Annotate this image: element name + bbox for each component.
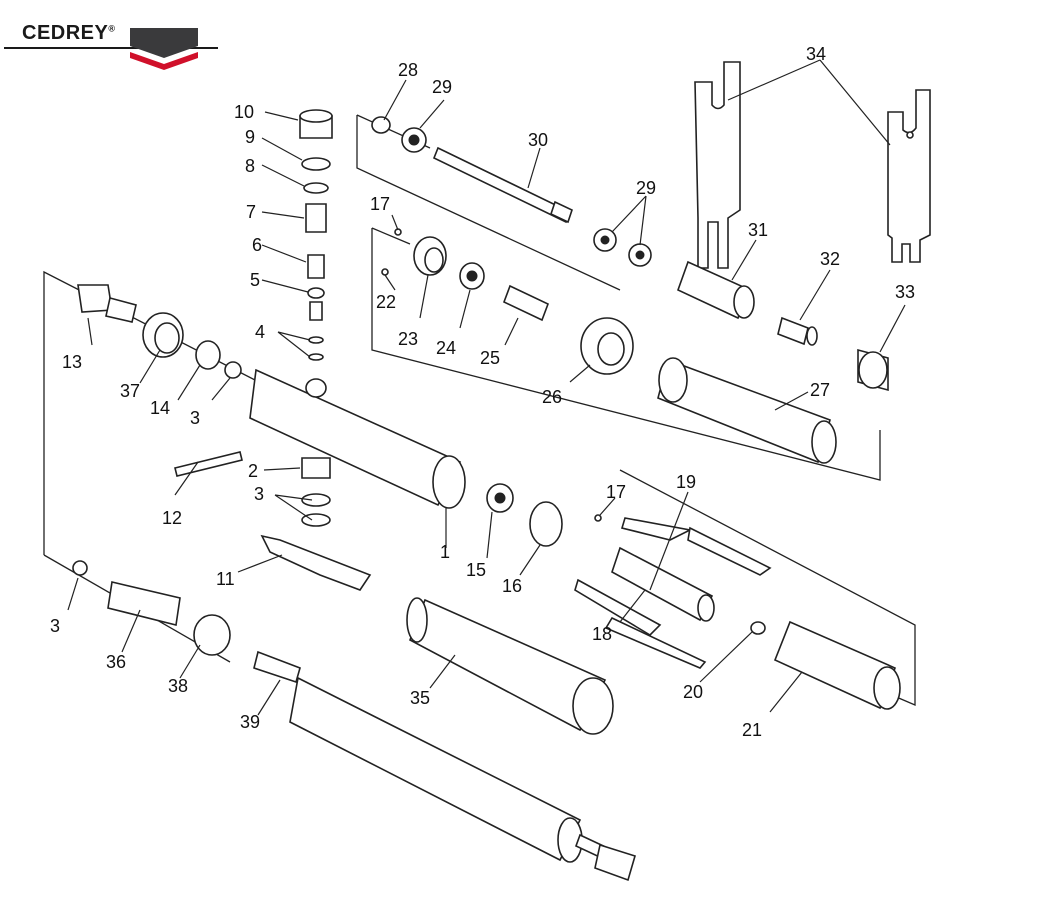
callout-19: 19	[676, 472, 696, 492]
callout-21: 21	[742, 720, 762, 740]
callout-3-lower: 3	[50, 616, 60, 636]
callout-17-upper: 17	[370, 194, 390, 214]
callout-34: 34	[806, 44, 826, 64]
callout-24: 24	[436, 338, 456, 358]
callout-18: 18	[592, 624, 612, 644]
callout-11: 11	[216, 569, 235, 589]
callout-22: 22	[376, 292, 396, 312]
callout-labels: 10 9 8 7 6 5 4 13 37 14 3 12 2 3 11 1 15…	[50, 44, 915, 740]
brand-emblem	[4, 28, 218, 70]
part-34-wrenches	[694, 59, 931, 269]
callout-4: 4	[255, 322, 265, 342]
callout-10: 10	[234, 102, 254, 122]
callout-14: 14	[150, 398, 170, 418]
callout-26: 26	[542, 387, 562, 407]
part-35-sleeve	[406, 597, 614, 735]
rotor-parts	[574, 517, 901, 710]
callout-38: 38	[168, 676, 188, 696]
callout-29-lower: 29	[636, 178, 656, 198]
brand-name: CEDREY®	[22, 22, 116, 44]
inlet-parts	[72, 560, 636, 882]
callout-35: 35	[410, 688, 430, 708]
callout-12: 12	[162, 508, 182, 528]
callout-5: 5	[250, 270, 260, 290]
callout-2: 2	[248, 461, 258, 481]
callout-28: 28	[398, 60, 418, 80]
leader-lines	[67, 79, 906, 716]
callout-32: 32	[820, 249, 840, 269]
middle-row-parts	[381, 228, 837, 464]
rear-shaft-parts	[371, 116, 889, 392]
callout-23: 23	[398, 329, 418, 349]
brand-logo: CEDREY®	[0, 0, 230, 80]
callout-8: 8	[245, 156, 255, 176]
callout-39: 39	[240, 712, 260, 732]
callout-16: 16	[502, 576, 522, 596]
callout-36: 36	[106, 652, 126, 672]
callout-31: 31	[748, 220, 768, 240]
callout-25: 25	[480, 348, 500, 368]
callout-27: 27	[810, 380, 830, 400]
callout-15: 15	[466, 560, 486, 580]
callout-6: 6	[252, 235, 262, 255]
callout-20: 20	[683, 682, 703, 702]
callout-29-upper: 29	[432, 77, 452, 97]
callout-1: 1	[440, 542, 450, 562]
callout-9: 9	[245, 127, 255, 147]
callout-30: 30	[528, 130, 548, 150]
callout-3-middle: 3	[254, 484, 264, 504]
valve-stack	[299, 109, 333, 361]
housing-parts	[77, 284, 602, 591]
callout-3-upper: 3	[190, 408, 200, 428]
callout-37: 37	[120, 381, 140, 401]
callout-7: 7	[246, 202, 256, 222]
callout-13: 13	[62, 352, 82, 372]
callout-17-lower: 17	[606, 482, 626, 502]
callout-33: 33	[895, 282, 915, 302]
